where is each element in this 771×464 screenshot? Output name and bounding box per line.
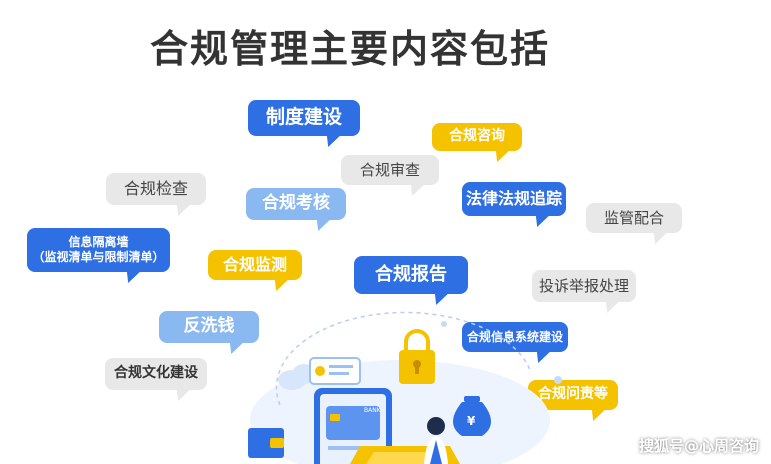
bubble-jiance: 合规监测 <box>208 250 302 280</box>
bubble-zhidu: 制度建设 <box>248 100 360 136</box>
bubble-baogao: 合规报告 <box>354 256 468 294</box>
coin-symbol: ¥ <box>467 414 476 428</box>
page-title: 合规管理主要内容包括 <box>150 27 551 71</box>
bubble-zixun: 合规咨询 <box>432 123 522 151</box>
bubble-tousu: 投诉举报处理 <box>532 270 636 302</box>
bubble-fanxiqian: 反洗钱 <box>159 311 259 343</box>
bubble-geli: 信息隔离墙 （监视清单与限制清单） <box>27 228 170 272</box>
phone-bank-label: BANK <box>364 407 382 414</box>
id-card-icon <box>309 357 361 385</box>
compliance-illustration: BANK ¥ <box>248 311 562 464</box>
bubble-jianguan: 监管配合 <box>586 203 682 233</box>
bubble-jiancha: 合规检查 <box>106 173 206 205</box>
bubble-kaohe: 合规考核 <box>246 188 346 220</box>
geli-line1: 信息隔离墙 <box>68 235 129 249</box>
wallet-icon <box>248 428 284 458</box>
bubble-fagui: 法律法规追踪 <box>462 182 566 216</box>
bubble-wenhua: 合规文化建设 <box>105 358 207 390</box>
geli-line2: （监视清单与限制清单） <box>32 250 165 264</box>
money-bag-icon: ¥ <box>453 396 491 436</box>
bubble-shencha: 合规审查 <box>341 155 439 185</box>
watermark: 搜狐号@心周咨询 <box>638 437 759 455</box>
person-figure <box>424 417 448 464</box>
lock-icon <box>399 329 435 384</box>
